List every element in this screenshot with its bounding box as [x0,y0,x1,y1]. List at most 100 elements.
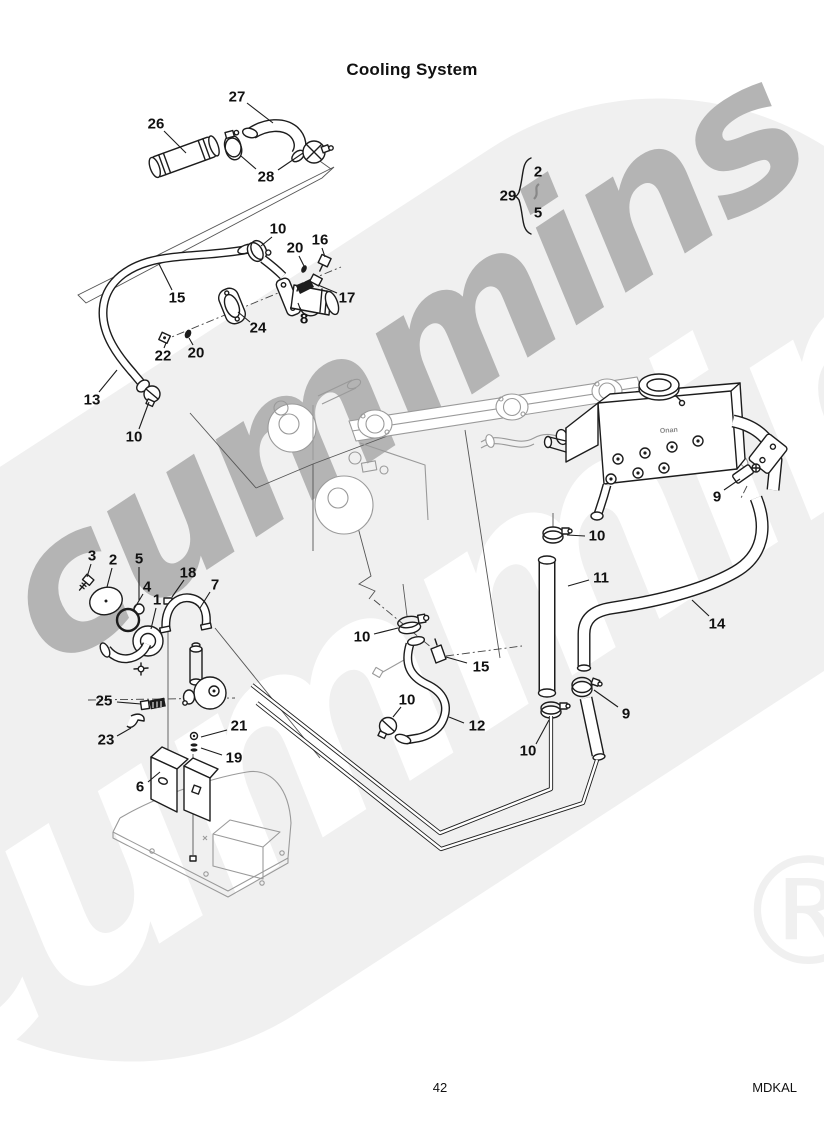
registered-trademark-icon: ® [733,826,824,1000]
part-callout-20-a: 20 [287,240,304,257]
radiator-cap [638,373,686,407]
leader-line-20-a [298,255,305,267]
leader-line-10-a [260,236,273,247]
leader-line-19 [200,747,223,756]
upper-hose-assembly [148,119,334,179]
leader-line-16 [321,247,326,258]
part-callout-7: 7 [211,577,219,594]
leader-line-18 [171,579,185,598]
part-callout-15-b: 15 [473,659,490,676]
tube-11-assembly [537,526,573,719]
part-callout-10-f: 10 [520,743,537,760]
leader-line-8 [297,302,302,312]
tube-14-assembly [571,414,788,761]
bolt-16 [317,253,332,272]
leader-line-24 [237,311,251,323]
elbow-hose-12-assembly [371,583,450,745]
leader-line-3 [86,563,92,578]
washers-19 [190,743,198,752]
leader-line-13 [98,369,118,393]
part-callout-9-a: 9 [713,489,721,506]
part-callout-27: 27 [229,89,246,106]
leader-line-10-b [138,401,150,430]
leader-line-10-e [392,706,402,718]
water-pump-assembly [78,573,227,752]
leader-line-27 [246,102,274,124]
part-callout-23: 23 [98,732,115,749]
part-callout-10-a: 10 [270,221,287,238]
return-line-tubes [250,683,599,852]
bolt-17 [295,273,323,295]
nut-22 [158,331,172,345]
leader-line-12 [448,716,465,724]
pump-fitting-stack [189,642,203,686]
fitting-9 [732,464,754,484]
part-callout-19: 19 [226,750,243,767]
part-callout-5: 5 [135,551,143,568]
bolt-25 [139,697,166,711]
leader-line-1 [150,607,157,630]
leader-line-15-b [445,656,468,664]
leader-line-22 [163,342,167,349]
part-callout-2: 2 [109,552,117,569]
leader-line-17 [317,284,338,294]
thermostat-housing-assembly [158,253,340,345]
part-callout-15-a: 15 [169,290,186,307]
part-callout-10-d: 10 [354,629,371,646]
clamp-10-top [542,526,573,544]
leader-line-11 [567,579,590,587]
part-callout-13: 13 [84,392,101,409]
leader-line-28 [277,152,304,171]
part-callout-12: 12 [469,718,486,735]
plate-2 [89,586,123,616]
part-callout-3: 3 [88,548,96,565]
u-bracket-7 [158,593,213,634]
part-callout-20-b: 20 [188,345,205,362]
engine-block-outline [267,376,749,535]
leader-line-20-b [188,337,194,346]
hose-clamp-10-lower [143,385,161,408]
part-callout-10-c: 10 [589,528,606,545]
part-callout-29-first: 2 [534,164,542,181]
tank-bolts [605,435,704,485]
part-callout-18: 18 [180,565,197,582]
washer-20 [301,265,307,273]
part-callout-1: 1 [153,592,161,609]
leader-line-14 [691,599,710,617]
bolt-3 [78,573,95,591]
washer-20b [184,329,192,339]
clip-23 [126,713,145,729]
leader-line-4 [133,593,144,610]
leader-line-21 [200,729,228,738]
base-plate-outline [112,770,292,898]
part-callout-28: 28 [258,169,275,186]
part-callout-16: 16 [312,232,329,249]
leader-line-28 [240,155,257,170]
hose-clamp-28 [223,129,243,161]
leader-line-26 [163,130,187,154]
part-callout-26: 26 [148,116,165,133]
drain-valve [133,662,149,676]
tank-logo: Onan [660,427,678,435]
leader-line-10-f [535,719,550,745]
page-number: 42 [432,1080,448,1095]
part-callout-29: 29 [500,188,517,205]
clamp-10-above [397,613,430,635]
part-callout-14: 14 [709,616,726,633]
leader-line-15-a [158,263,173,291]
part-callout-10-e: 10 [399,692,416,709]
part-callout-29-last: 5 [534,205,542,222]
part-callout-11: 11 [593,570,609,587]
expansion-tank-assembly: Onan [543,373,746,521]
leader-line-23 [116,727,132,737]
pump-pulley [182,676,227,710]
part-callout-21: 21 [231,718,248,735]
leader-line-2 [106,567,113,588]
leader-line-7 [199,591,211,609]
model-code: MDKAL [752,1080,797,1095]
part-callout-17: 17 [339,290,356,307]
part-callout-9-b: 9 [622,706,630,723]
